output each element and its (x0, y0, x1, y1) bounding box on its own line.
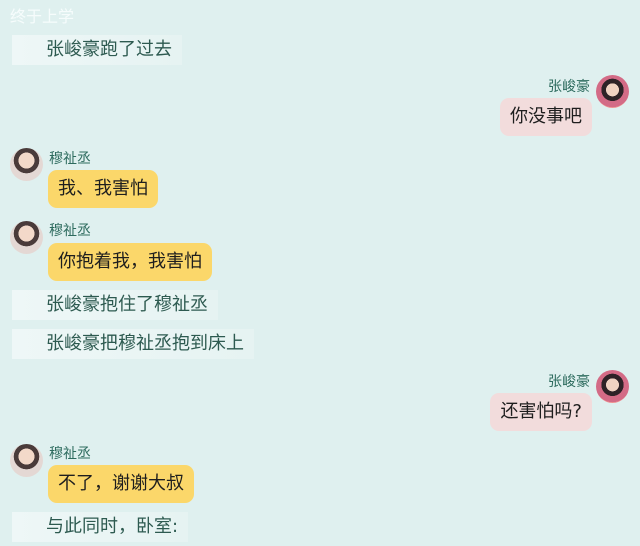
sender-name: 穆祉丞 (49, 151, 91, 167)
sender-name: 穆祉丞 (49, 223, 91, 239)
narration: 张峻豪抱住了穆祉丞 (12, 290, 218, 320)
message-bubble: 我、我害怕 (48, 170, 158, 208)
avatar[interactable] (596, 75, 629, 108)
story-title: 终于上学 (10, 7, 75, 26)
avatar[interactable] (10, 444, 43, 477)
avatar[interactable] (10, 221, 43, 254)
avatar[interactable] (10, 148, 43, 181)
sender-name: 穆祉丞 (49, 446, 91, 462)
sender-name: 张峻豪 (548, 79, 590, 95)
message-bubble: 还害怕吗? (490, 393, 592, 431)
sender-name: 张峻豪 (548, 374, 590, 390)
avatar[interactable] (596, 370, 629, 403)
narration: 与此同时，卧室: (12, 512, 189, 542)
narration: 张峻豪把穆祉丞抱到床上 (12, 329, 254, 359)
message-bubble: 你没事吧 (500, 98, 592, 136)
message-bubble: 不了，谢谢大叔 (48, 465, 194, 503)
message-bubble: 你抱着我，我害怕 (48, 243, 212, 281)
narration: 张峻豪跑了过去 (12, 35, 182, 65)
